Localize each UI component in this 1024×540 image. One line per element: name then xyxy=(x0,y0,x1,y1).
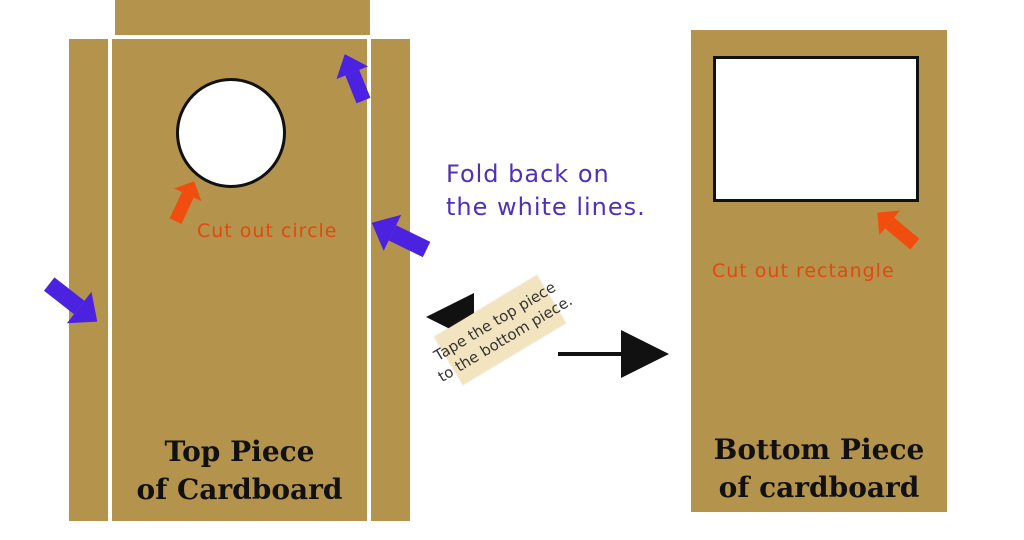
cut-circle-label: Cut out circle xyxy=(197,220,338,242)
blue-arrow-top-right xyxy=(336,54,371,104)
cut-rectangle-label: Cut out rectangle xyxy=(712,260,895,282)
top-piece-title-line-2: of Cardboard xyxy=(136,473,343,506)
bottom-piece-title-line-1: Bottom Piece xyxy=(713,433,925,466)
orange-arrow-rectangle xyxy=(877,210,920,250)
orange-arrow-circle xyxy=(169,181,202,224)
fold-note-line-1: Fold back on xyxy=(446,160,610,188)
top-piece-title: Top Piece of Cardboard xyxy=(112,433,367,509)
fold-note-line-2: the white lines. xyxy=(446,193,646,221)
rectangle-cutout xyxy=(713,56,919,202)
bottom-piece-title: Bottom Piece of cardboard xyxy=(691,431,947,507)
blue-arrow-left xyxy=(43,277,98,324)
left-side-flap xyxy=(69,39,108,521)
top-flap xyxy=(115,0,370,35)
right-side-flap xyxy=(371,39,410,521)
top-piece-title-line-1: Top Piece xyxy=(164,435,315,468)
bottom-piece-title-line-2: of cardboard xyxy=(718,471,920,504)
blue-arrow-middle-right xyxy=(371,214,431,258)
circle-cutout xyxy=(176,78,286,188)
